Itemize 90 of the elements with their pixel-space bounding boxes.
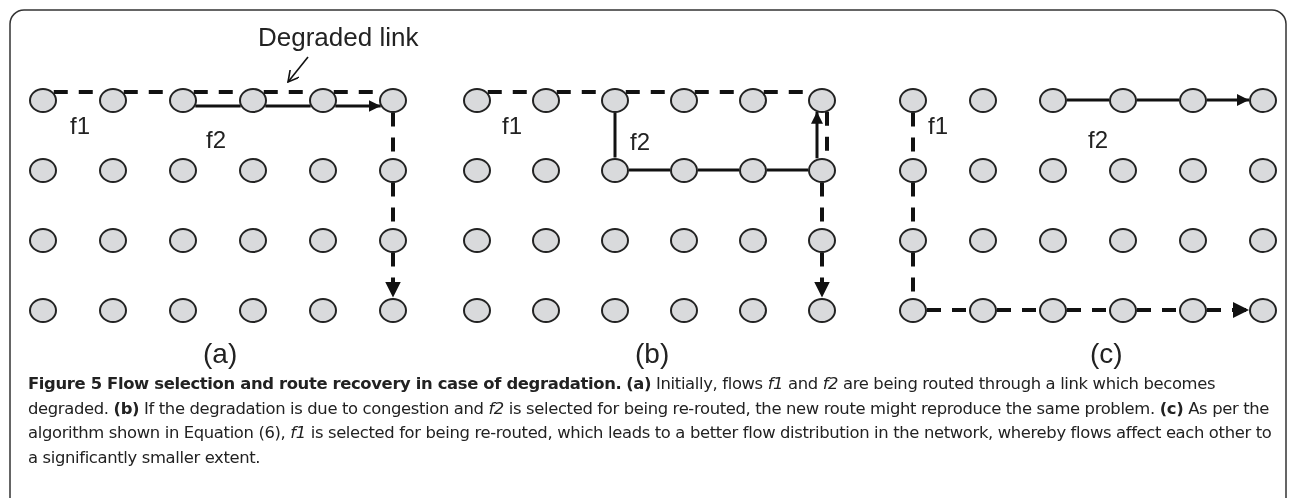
node-circle (239, 87, 267, 113)
panel-label: (a) (203, 340, 238, 368)
arrow (1207, 94, 1249, 106)
node-circle (739, 157, 767, 183)
arrow (814, 252, 830, 298)
node-circle (239, 227, 267, 253)
node-circle (739, 227, 767, 253)
node-circle (29, 227, 57, 253)
node-circle (1039, 227, 1067, 253)
node-circle (1179, 87, 1207, 113)
callout-text: Degraded link (258, 22, 419, 52)
node-circle (601, 297, 629, 323)
node-circle (1109, 157, 1137, 183)
node-circle (899, 157, 927, 183)
node-circle (808, 87, 836, 113)
node-circle (1109, 227, 1137, 253)
node-circle (169, 227, 197, 253)
node-circle (379, 87, 407, 113)
node-circle (463, 227, 491, 253)
node-circle (1179, 157, 1207, 183)
flow-label: f2 (1088, 128, 1108, 152)
node-circle (899, 227, 927, 253)
leader-line (287, 56, 309, 83)
node-circle (99, 227, 127, 253)
node-circle (532, 157, 560, 183)
node-circle (969, 227, 997, 253)
node-circle (670, 87, 698, 113)
node-circle (99, 87, 127, 113)
node-circle (99, 297, 127, 323)
node-circle (1039, 297, 1067, 323)
node-circle (29, 157, 57, 183)
node-circle (1039, 157, 1067, 183)
node-circle (601, 87, 629, 113)
node-circle (601, 227, 629, 253)
node-circle (969, 87, 997, 113)
node-circle (532, 297, 560, 323)
flow-label: f2 (206, 128, 226, 152)
flow-label: f1 (928, 114, 948, 138)
node-circle (1109, 87, 1137, 113)
node-circle (463, 87, 491, 113)
node-circle (1249, 87, 1277, 113)
node-circle (739, 87, 767, 113)
node-circle (670, 297, 698, 323)
node-circle (532, 227, 560, 253)
node-circle (670, 227, 698, 253)
node-circle (808, 227, 836, 253)
node-circle (309, 87, 337, 113)
node-circle (1109, 297, 1137, 323)
node-circle (808, 157, 836, 183)
panel-label: (c) (1090, 340, 1123, 368)
flow-label: f1 (70, 114, 90, 138)
arrow (1207, 302, 1249, 318)
node-circle (969, 297, 997, 323)
node-circle (99, 157, 127, 183)
node-circle (169, 297, 197, 323)
node-circle (169, 157, 197, 183)
flow-label: f1 (502, 114, 522, 138)
node-circle (808, 297, 836, 323)
node-circle (309, 297, 337, 323)
node-circle (1179, 227, 1207, 253)
node-circle (463, 297, 491, 323)
node-circle (1179, 297, 1207, 323)
arrow (335, 100, 381, 112)
node-circle (379, 157, 407, 183)
arrow (385, 252, 401, 298)
node-circle (29, 297, 57, 323)
node-circle (1039, 87, 1067, 113)
node-circle (670, 157, 698, 183)
figure-caption: Figure 5 Flow selection and route recovery in case of degradation. (a) Initially, flows f1 and f2 are being routed through a link which becomes degraded. (b) If the degradation is due to congestion and f2 is selected for being re-routed, the new route might reproduce the same problem. (c) As per the algorithm shown in Equation (6), f1 is selected for being re-routed, which leads to a better flow distribution in the network, whereby flows affect each other to a significantly smaller extent. (28, 373, 1273, 469)
node-circle (532, 87, 560, 113)
node-circle (29, 87, 57, 113)
arrow (811, 111, 823, 159)
node-circle (899, 297, 927, 323)
node-circle (601, 157, 629, 183)
node-circle (463, 157, 491, 183)
node-circle (969, 157, 997, 183)
node-circle (239, 157, 267, 183)
node-circle (1249, 227, 1277, 253)
node-circle (1249, 157, 1277, 183)
node-circle (239, 297, 267, 323)
panel-label: (b) (635, 340, 670, 368)
node-circle (169, 87, 197, 113)
node-circle (1249, 297, 1277, 323)
node-circle (309, 157, 337, 183)
node-circle (899, 87, 927, 113)
node-circle (309, 227, 337, 253)
flow-label: f2 (630, 130, 650, 154)
node-circle (379, 297, 407, 323)
node-circle (379, 227, 407, 253)
node-circle (739, 297, 767, 323)
